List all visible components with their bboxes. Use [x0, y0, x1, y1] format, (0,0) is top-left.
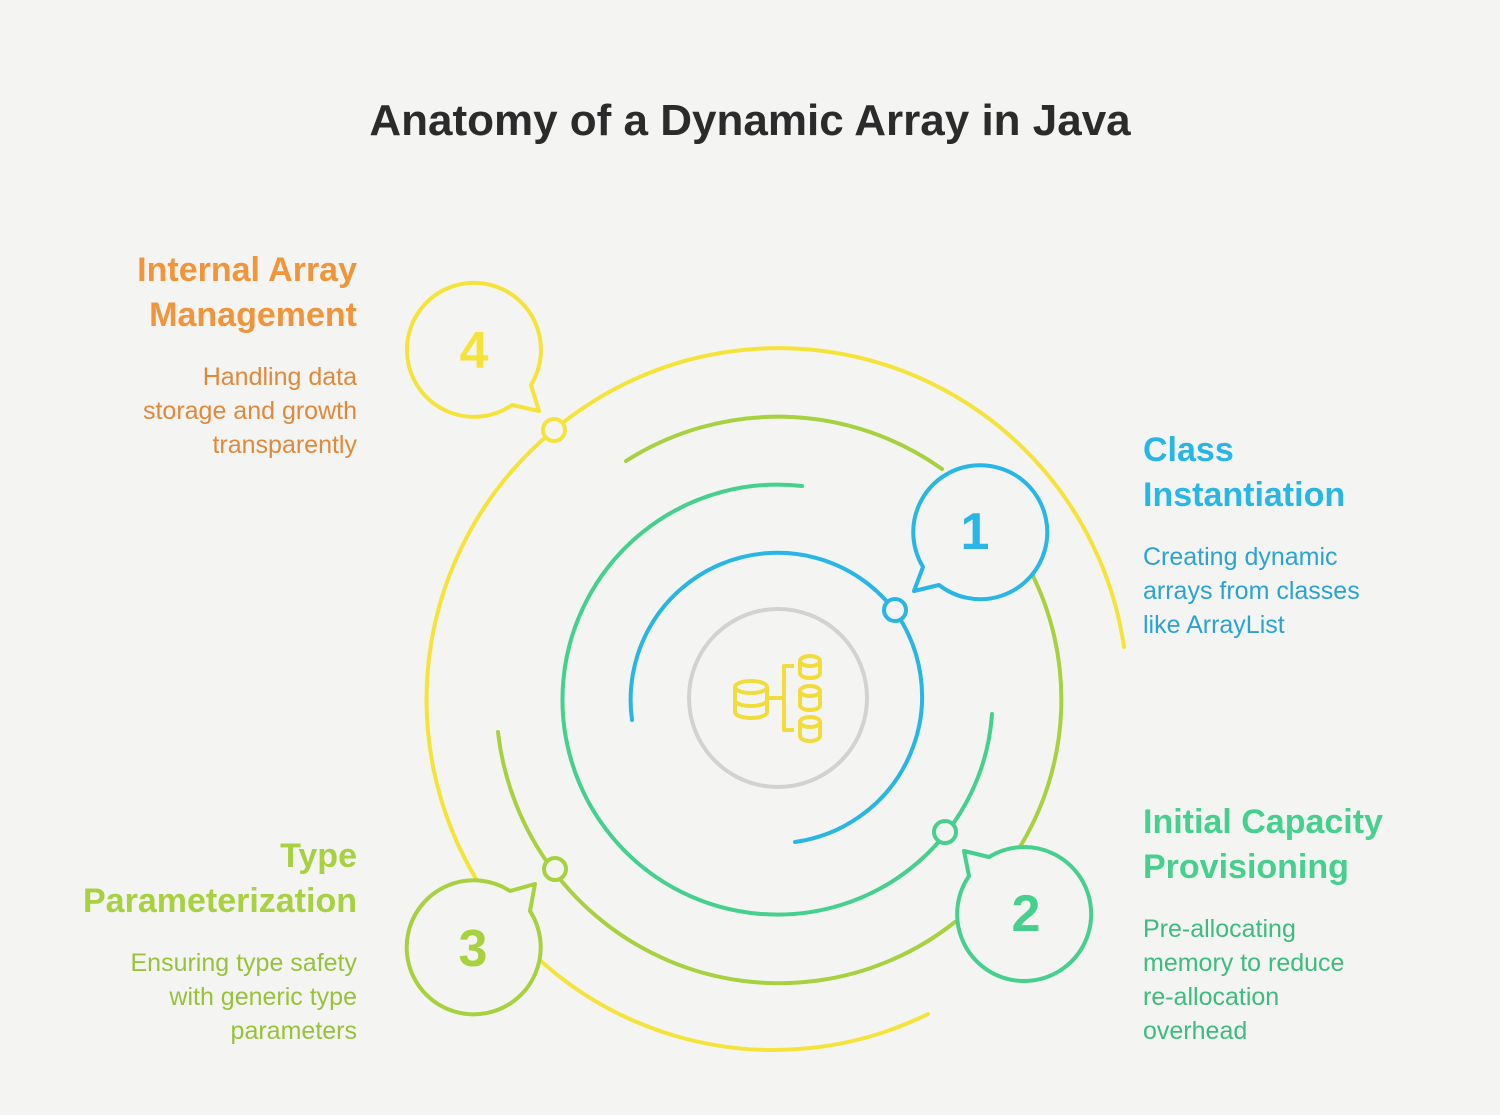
step-1-block: Class Instantiation Creating dynamic arr… — [1143, 428, 1360, 642]
connector-dot-3 — [542, 856, 568, 882]
connector-dot-4 — [541, 417, 567, 443]
bubble-2 — [955, 845, 1094, 983]
step-3-heading-line: Parameterization — [83, 882, 357, 920]
bubble-1 — [911, 463, 1050, 602]
diagram-title: Anatomy of a Dynamic Array in Java — [369, 96, 1131, 145]
step-2-description-line: memory to reduce — [1143, 949, 1345, 977]
ring-yellow-left — [424, 428, 556, 884]
step-1-description-line: Creating dynamic — [1143, 543, 1338, 571]
ring-green — [560, 482, 994, 917]
step-2-description-line: Pre-allocating — [1143, 915, 1296, 943]
step-4-description-line: transparently — [212, 431, 357, 459]
step-3-description-line: Ensuring type safety — [130, 949, 357, 977]
step-3-heading: Type Parameterization — [83, 834, 357, 924]
step-number-3: 3 — [459, 920, 488, 978]
step-2-description: Pre-allocating memory to reduce re-alloc… — [1143, 912, 1383, 1048]
ring-blue — [628, 550, 924, 844]
step-3-description: Ensuring type safety with generic type p… — [83, 946, 357, 1048]
bubble-3 — [404, 878, 543, 1017]
step-2-heading-line: Provisioning — [1143, 848, 1349, 886]
step-2-description-line: overhead — [1143, 1017, 1248, 1045]
step-4-heading: Internal Array Management — [137, 248, 357, 338]
step-1-heading-line: Class — [1143, 431, 1234, 469]
step-number-1: 1 — [961, 503, 990, 561]
bubble-4 — [405, 280, 543, 419]
step-3-description-line: parameters — [230, 1017, 357, 1045]
step-4-description-line: storage and growth — [142, 397, 357, 425]
step-3-heading-line: Type — [280, 837, 357, 875]
database-hierarchy-icon — [733, 654, 822, 743]
step-4-heading-line: Management — [149, 296, 357, 334]
step-1-description-line: like ArrayList — [1143, 611, 1285, 639]
step-1-heading-line: Instantiation — [1143, 476, 1346, 514]
ring-lime — [496, 414, 1064, 986]
step-4-description-line: Handling data — [202, 363, 357, 391]
connector-dot-1 — [882, 597, 908, 623]
connector-dot-2 — [932, 819, 958, 845]
step-4-heading-line: Internal Array — [137, 251, 357, 289]
step-number-2: 2 — [1012, 885, 1041, 943]
step-3-block: Type Parameterization Ensuring type safe… — [83, 834, 357, 1048]
step-1-description-line: arrays from classes — [1143, 577, 1360, 605]
step-2-description-line: re-allocation — [1143, 983, 1280, 1011]
step-2-block: Initial Capacity Provisioning Pre-alloca… — [1143, 800, 1383, 1048]
step-3-description-line: with generic type — [169, 983, 357, 1011]
step-4-block: Internal Array Management Handling data … — [137, 248, 357, 462]
step-4-description: Handling data storage and growth transpa… — [137, 360, 357, 462]
center-circle — [687, 607, 869, 789]
step-number-4: 4 — [460, 322, 489, 380]
step-2-heading-line: Initial Capacity — [1143, 803, 1383, 841]
step-2-heading: Initial Capacity Provisioning — [1143, 800, 1383, 890]
step-1-description: Creating dynamic arrays from classes lik… — [1143, 540, 1360, 642]
step-1-heading: Class Instantiation — [1143, 428, 1360, 518]
